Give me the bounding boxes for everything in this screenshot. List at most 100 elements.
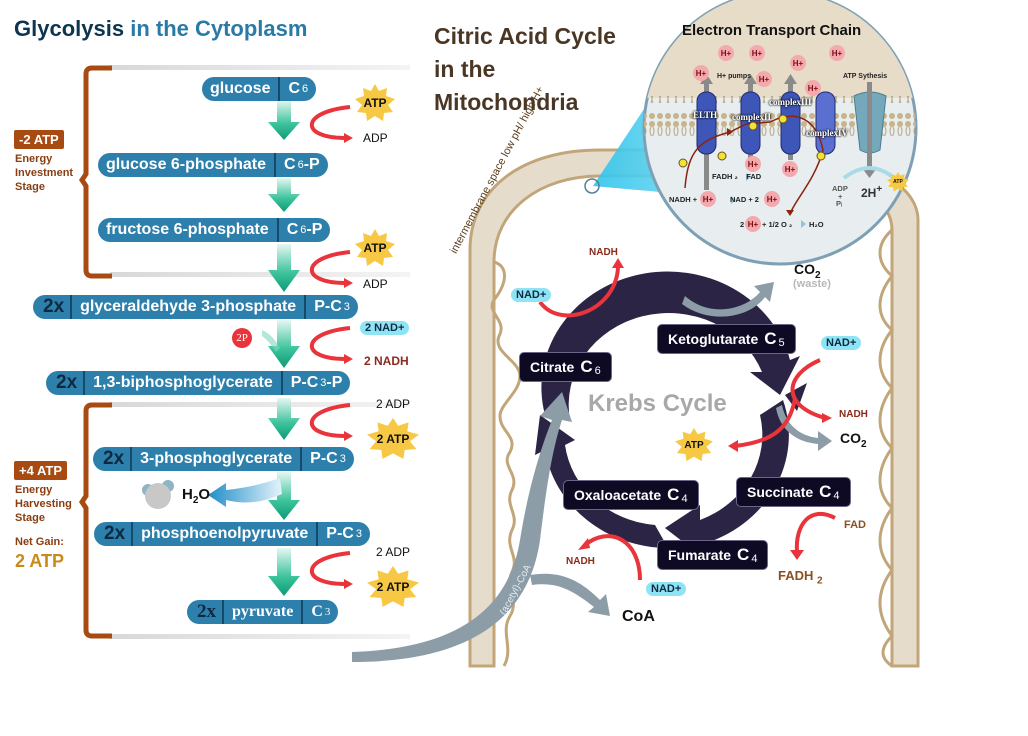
multiplier: 2x [56,372,78,393]
atp-star: ATP [355,229,395,267]
nad-plus-label: NAD+ [821,336,862,350]
outer-membrane-right [863,176,920,668]
adp-label: ADP [832,184,848,193]
curved-arrow [309,250,351,285]
h-plus-ion: H+ [764,191,780,207]
h-plus-ion: H+ [805,80,821,96]
down-arrow [268,178,300,212]
investment-badge: -2 ATP [14,130,64,149]
nadh-label: NADH [839,409,868,420]
phosphate-arrow [262,330,280,352]
shelf [110,402,410,407]
side-arrows [309,105,351,586]
multiplier: 2x [103,448,125,469]
h-plus-ion: H+ [749,45,765,61]
nadh-equation: NADH + [669,195,698,204]
atp-star: ATP [675,428,713,462]
h-plus-ion: H+ [745,216,761,232]
nadh-label: NADH [589,247,618,258]
h-plus-ion: H+ [693,65,709,81]
adp-label: ADP [363,131,388,145]
water-molecule-icon [142,480,174,509]
zoom-marker [584,178,600,194]
glycolysis-arrows [262,100,300,596]
fadh2-label: FADH 2 [778,568,823,587]
krebs-cycle-label: Krebs Cycle [588,390,727,417]
krebs-red-arrows [538,267,836,581]
two-h-plus-label: 2H+ [861,184,883,200]
compound-name: glyceraldehyde 3-phosphate [70,295,304,319]
water-arrow [208,478,282,507]
coa-arrow [530,573,610,616]
inner-membrane-right [878,228,895,668]
h-pumps-label: H+ pumps [717,73,752,80]
curved-arrow [309,551,351,586]
compound-name: 3-phosphoglycerate [130,447,300,471]
compound-name: 1,3-biphosphoglycerate [83,371,281,395]
nad-equation: NAD + 2 [730,195,759,204]
waste-label: (waste) [793,278,831,290]
h-plus-ion: H+ [756,71,772,87]
multiplier: 2x [43,296,65,317]
title-accent: in the Cytoplasm [130,16,308,41]
co2-label: CO2 [840,430,867,450]
down-arrow [268,548,300,596]
h-plus-ion: H+ [718,45,734,61]
adp-label: 2 ADP [376,397,411,411]
curved-arrow [309,403,351,438]
atp-star: 2 ATP [367,418,419,460]
shelf [110,634,410,639]
atp-star: ATP [355,84,395,122]
compound-name: glucose [210,80,271,97]
arrow-heads [344,133,353,589]
h-plus-ion: H+ [700,191,716,207]
shelf [110,65,410,70]
etc-title: Electron Transport Chain [682,22,862,39]
harvesting-bracket [78,402,112,639]
h-plus-ion: H+ [829,45,845,61]
curved-arrow [309,326,351,361]
down-arrow [268,472,300,520]
nad-plus-label: NAD+ [511,288,552,302]
nadh-label: 2 NADH [364,354,409,368]
co2-arrow [682,282,774,317]
multiplier: 2x [104,523,126,544]
h-plus-ion: H+ [745,156,761,172]
water-product: H₂O [809,220,824,229]
down-arrow [268,100,300,140]
adp-label: ADP [363,277,388,291]
compound-name: phosphoenolpyruvate [131,522,316,546]
pi-label: Pᵢ [836,199,843,208]
krebs-arrow-heads [578,258,832,560]
water-equation: + 1/2 O ₂ [762,220,793,229]
plus-label: + [838,192,843,201]
h-plus-ion: H+ [790,55,806,71]
glycolysis-title: Glycolysis in the Cytoplasm [14,16,307,42]
compound-name: glucose 6-phosphate [106,156,267,173]
curved-arrow [309,105,351,140]
complex-label: complexIII [769,97,812,107]
nad-plus-label: NAD+ [646,582,687,596]
complex-label: complexIV [806,128,848,138]
